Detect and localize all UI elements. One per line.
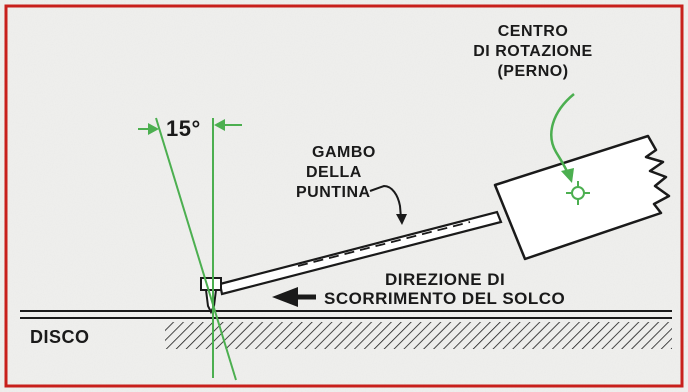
stylus-shank-label-line2: DELLA	[306, 164, 362, 181]
angle-label: 15°	[166, 116, 201, 141]
groove-direction-label-line1: DIREZIONE DI	[385, 270, 505, 289]
pivot-label-line3: (PERNO)	[497, 63, 568, 80]
groove-direction-label-line2: SCORRIMENTO DEL SOLCO	[324, 289, 565, 308]
pivot-arrow	[550, 93, 575, 183]
groove-direction-arrow	[272, 287, 316, 307]
angle-arrows	[138, 119, 242, 135]
pivot-label-line2: DI ROTAZIONE	[473, 43, 592, 60]
figure-border	[4, 4, 684, 388]
pivot-label-line1: CENTRO	[498, 23, 569, 40]
stylus-shank-label-line1: GAMBO	[312, 144, 376, 161]
record-label: DISCO	[30, 327, 90, 347]
pivot-marker	[566, 181, 590, 205]
stylus-shank-leader	[369, 184, 402, 219]
pivot-label: CENTRO DI ROTAZIONE (PERNO)	[473, 23, 592, 80]
stylus-shank-label: GAMBO DELLA PUNTINA	[296, 144, 376, 201]
stylus-shank-label-line3: PUNTINA	[296, 184, 371, 201]
record-surface	[20, 310, 672, 349]
angle-reference-lines	[155, 117, 237, 381]
groove-direction-label: DIREZIONE DI SCORRIMENTO DEL SOLCO	[324, 270, 565, 308]
